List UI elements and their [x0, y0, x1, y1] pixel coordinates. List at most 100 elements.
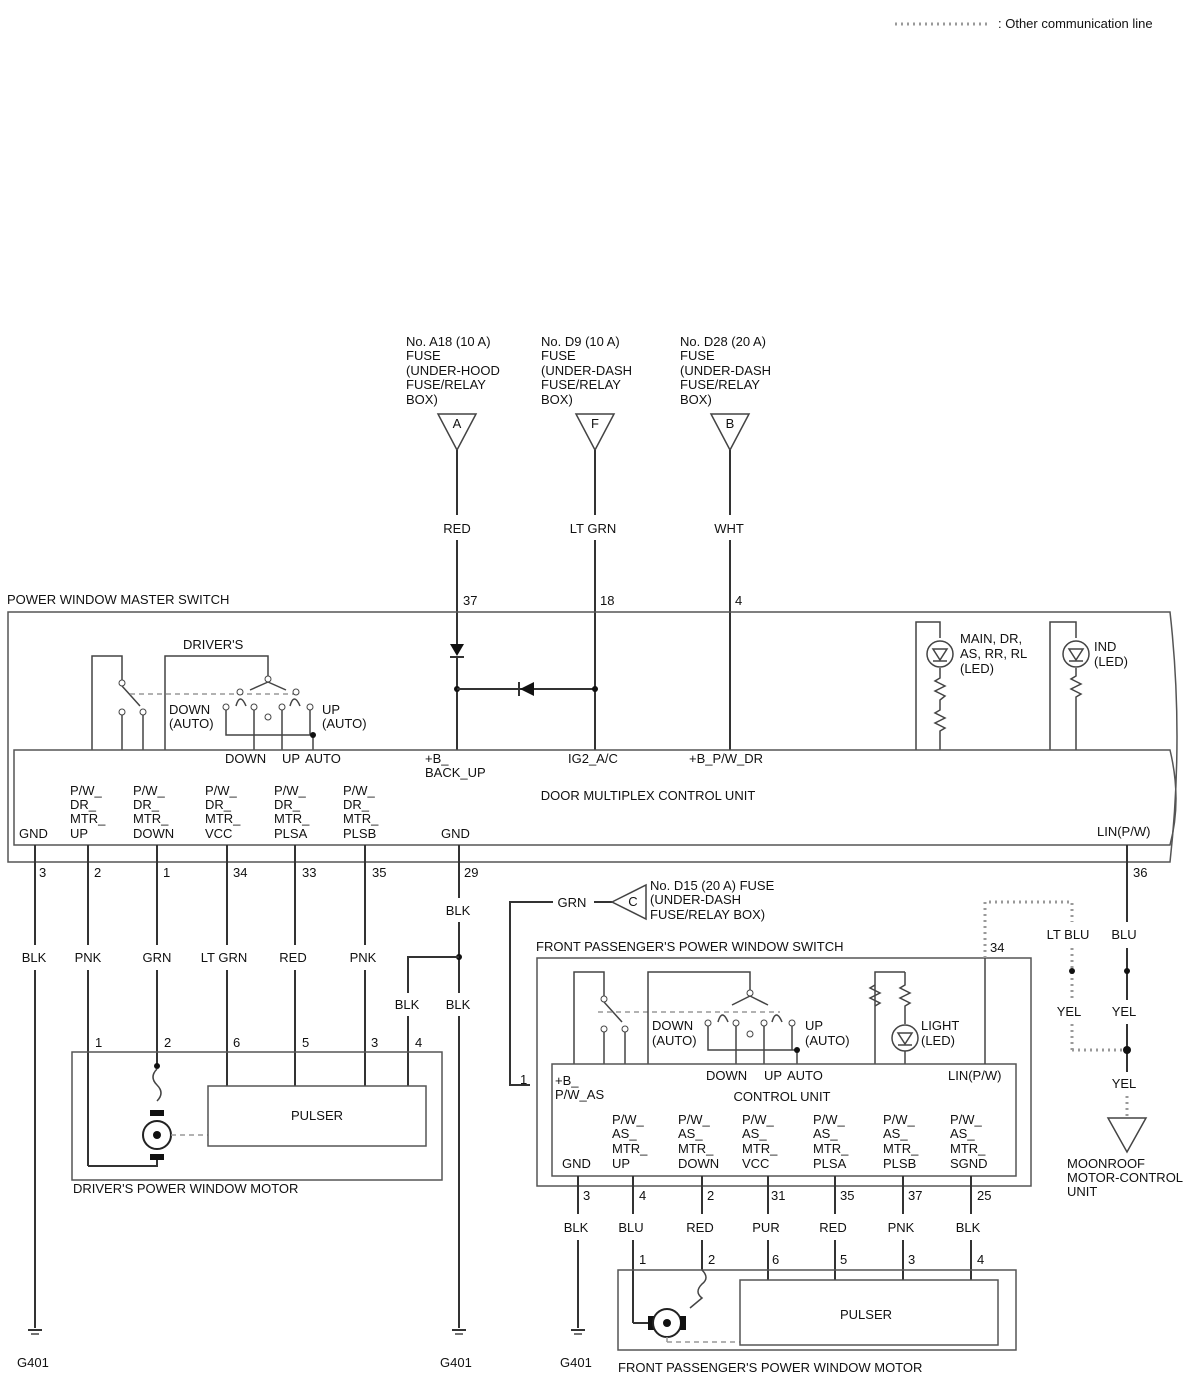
master-switch-title: POWER WINDOW MASTER SWITCH [7, 592, 229, 607]
fuse-a18: No. A18 (10 A) FUSE (UNDER-HOOD FUSE/REL… [406, 334, 500, 645]
ground-label-3: G401 [560, 1355, 592, 1370]
svg-text:P/W_: P/W_ [612, 1112, 645, 1127]
ground-icon [452, 1329, 466, 1335]
svg-text:AS_: AS_ [950, 1126, 975, 1141]
fuse-a18-line-4: FUSE/RELAY [406, 377, 486, 392]
master-output-wires: 3 BLK 2 PNK 1 GRN 34 LT GRN 33 RED 35 PN… [22, 845, 1147, 1328]
door-multiplex-control-unit-title: DOOR MULTIPLEX CONTROL UNIT [541, 788, 756, 803]
fuse-d9-line-5: BOX) [541, 392, 573, 407]
svg-text:VCC: VCC [742, 1156, 769, 1171]
master-pin-3: 3 [39, 865, 46, 880]
passenger-switch-up: UP [764, 1068, 782, 1083]
up-auto-label-2: (AUTO) [322, 716, 367, 731]
passenger-pin-label-p-w-as-mtr-vcc: P/W_ AS_ MTR_ VCC [742, 1112, 778, 1171]
passenger-out-pin-37: 37 [908, 1188, 922, 1203]
svg-text:MTR_: MTR_ [205, 811, 241, 826]
passenger-pin-label-p-w-as-mtr-plsb: P/W_ AS_ MTR_ PLSB [883, 1112, 919, 1171]
passenger-light-led-icon [868, 971, 919, 1064]
led-main-line-1: MAIN, DR, [960, 631, 1022, 646]
passenger-gnd-label: GND [562, 1156, 591, 1171]
pin-37: 37 [463, 593, 477, 608]
passenger-out-pin-2: 2 [707, 1188, 714, 1203]
drivers-motor-pin-3: 3 [371, 1035, 378, 1050]
passenger-control-unit-title: CONTROL UNIT [733, 1089, 830, 1104]
drivers-motor-pin-6: 6 [233, 1035, 240, 1050]
front-passenger-power-window-switch: FRONT PASSENGER'S POWER WINDOW SWITCH 1 … [520, 900, 1074, 1187]
svg-text:P/W_: P/W_ [343, 783, 376, 798]
svg-text:DOWN: DOWN [678, 1156, 719, 1171]
svg-text:P/W_: P/W_ [742, 1112, 775, 1127]
svg-text:AS_: AS_ [678, 1126, 703, 1141]
drivers-switch-icon [91, 655, 316, 750]
master-pin-label-p-w-dr-mtr-plsb: P/W_ DR_ MTR_ PLSB [343, 783, 379, 841]
master-pin-label-p-w-dr-mtr-vcc: P/W_ DR_ MTR_ VCC [205, 783, 241, 841]
yel-label-1: YEL [1057, 1004, 1082, 1019]
passenger-motor-pin-5: 5 [840, 1252, 847, 1267]
passenger-out-pin-25: 25 [977, 1188, 991, 1203]
pin-18: 18 [600, 593, 614, 608]
drivers-motor-pin-2: 2 [164, 1035, 171, 1050]
master-pin-29: 29 [464, 865, 478, 880]
drivers-motor-pin-4: 4 [415, 1035, 422, 1050]
svg-text:P/W_: P/W_ [950, 1112, 983, 1127]
passenger-wire-pnk: PNK [888, 1220, 915, 1235]
svg-text:MTR_: MTR_ [274, 811, 310, 826]
passenger-out-pin-31: 31 [771, 1188, 785, 1203]
drivers-motor-outline [71, 1051, 443, 1181]
svg-text:AS_: AS_ [883, 1126, 908, 1141]
svg-text:AS_: AS_ [742, 1126, 767, 1141]
passenger-motor-outline [617, 1269, 1017, 1351]
drivers-motor-spring-icon [152, 1068, 162, 1102]
master-pin-35: 35 [372, 865, 386, 880]
down-auto-label-1: DOWN [169, 702, 210, 717]
legend-text: : Other communication line [998, 16, 1153, 31]
fuse-d28-line-1: No. D28 (20 A) [680, 334, 766, 349]
master-wire-red: RED [279, 950, 306, 965]
passenger-down-auto-2: (AUTO) [652, 1033, 697, 1048]
svg-text:MTR_: MTR_ [343, 811, 379, 826]
drivers-pulser-box [207, 1085, 427, 1147]
svg-text:MTR_: MTR_ [70, 811, 106, 826]
master-pin-1: 1 [163, 865, 170, 880]
led-ind-line-1: IND [1094, 639, 1116, 654]
main-led-icon [915, 621, 954, 750]
connector-triangle-c [610, 883, 647, 921]
master-pin-label-p-w-dr-mtr-down: P/W_ DR_ MTR_ DOWN [133, 783, 174, 841]
passenger-wire-red-2: RED [819, 1220, 846, 1235]
legend: : Other communication line [895, 16, 1153, 31]
passenger-switch-down: DOWN [706, 1068, 747, 1083]
gnd-branch-blk-left: BLK [395, 997, 420, 1012]
master-wire-grn: GRN [143, 950, 172, 965]
svg-text:DOWN: DOWN [133, 826, 174, 841]
drivers-pulser-label: PULSER [291, 1108, 343, 1123]
passenger-pulser-label: PULSER [840, 1307, 892, 1322]
svg-text:MTR_: MTR_ [612, 1141, 648, 1156]
fuse-d28-line-4: FUSE/RELAY [680, 377, 760, 392]
moonroof-unit-line-3: UNIT [1067, 1184, 1097, 1199]
passenger-switch-auto: AUTO [787, 1068, 823, 1083]
fuse-d28-line-3: (UNDER-DASH [680, 363, 771, 378]
svg-text:MTR_: MTR_ [133, 811, 169, 826]
ground-label-2: G401 [440, 1355, 472, 1370]
passenger-switch-title: FRONT PASSENGER'S POWER WINDOW SWITCH [536, 939, 844, 954]
passenger-wire-blk-2: BLK [956, 1220, 981, 1235]
ground-g401-2: G401 [440, 1329, 472, 1370]
fuse-a18-line-1: No. A18 (10 A) [406, 334, 491, 349]
moonroof-unit-line-2: MOTOR-CONTROL [1067, 1170, 1183, 1185]
svg-text:DR_: DR_ [205, 797, 232, 812]
master-pin-33: 33 [302, 865, 316, 880]
b-pw-as-line-2: P/W_AS [555, 1087, 604, 1102]
drivers-motor-pin-1: 1 [95, 1035, 102, 1050]
wire-color-wht: WHT [714, 521, 744, 536]
connector-triangle-a [436, 413, 478, 452]
passenger-pin-label-p-w-as-mtr-plsa: P/W_ AS_ MTR_ PLSA [813, 1112, 849, 1171]
passenger-switch-outline [536, 957, 1032, 1187]
passenger-light-2: (LED) [921, 1033, 955, 1048]
svg-text:DR_: DR_ [343, 797, 370, 812]
moonroof-connector-triangle [1106, 1117, 1148, 1154]
svg-text:AS_: AS_ [612, 1126, 637, 1141]
yel-label-3: YEL [1112, 1076, 1137, 1091]
lin-label: LIN(P/W) [1097, 824, 1150, 839]
led-ind-line-2: (LED) [1094, 654, 1128, 669]
passenger-pin-label-p-w-as-mtr-down: P/W_ AS_ MTR_ DOWN [678, 1112, 719, 1171]
